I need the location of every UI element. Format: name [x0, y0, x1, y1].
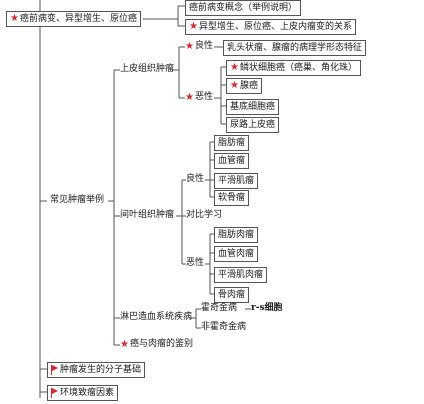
node-non-hodgkin-label: 非霍奇金病 [201, 322, 247, 332]
node-bcc: 基底细胞癌 [226, 99, 280, 115]
star-icon: ★ [230, 80, 239, 91]
node-non-hodgkin: 非霍奇金病 [201, 322, 246, 333]
node-bcc-label: 基底细胞癌 [230, 101, 276, 112]
node-lymphoma-label: 淋巴造血系统疾病 [120, 312, 193, 322]
node-molecular: 肿瘤发生的分子基础 [47, 362, 146, 378]
star-icon: ★ [230, 62, 239, 73]
node-precancer-label: 癌前病变、异型增生、原位癌 [19, 13, 137, 24]
node-leiomyoma-label: 平滑肌瘤 [218, 175, 255, 186]
star-icon: ★ [120, 338, 129, 350]
flag-icon [51, 388, 59, 398]
node-adenocarcinoma-label: 腺癌 [239, 80, 258, 91]
node-comparison: 对比学习 [186, 210, 222, 221]
flag-icon [51, 365, 59, 375]
node-epithelial-label: 上皮组织肿瘤 [120, 64, 175, 74]
node-precancer-relation-label: 异型增生、原位癌、上皮内瘤变的关系 [198, 21, 352, 32]
node-hodgkin-label: 霍奇金病 [201, 303, 238, 313]
star-icon: ★ [185, 40, 194, 52]
star-icon: ★ [189, 21, 198, 32]
node-urothelial-label: 尿路上皮癌 [230, 119, 276, 130]
node-epi-benign: ★ 良性 [185, 41, 213, 52]
node-epi-benign-label: 良性 [194, 41, 213, 51]
node-osteosarcoma: 骨肉瘤 [214, 287, 250, 303]
node-epi-malignant-label: 恶性 [194, 92, 213, 102]
node-root: 常见肿瘤举例 [50, 195, 104, 206]
star-icon: ★ [185, 91, 194, 103]
node-rs-cell: r-s细胞 [251, 303, 283, 314]
node-hodgkin: 霍奇金病 [201, 303, 237, 314]
node-chondroma-label: 软骨瘤 [218, 192, 246, 203]
node-molecular-label: 肿瘤发生的分子基础 [60, 364, 142, 375]
node-leiomyosarcoma: 平滑肌肉瘤 [214, 267, 268, 283]
node-rs-cell-label: r-s细胞 [251, 303, 283, 313]
node-angiosarcoma: 血管肉瘤 [214, 246, 259, 262]
node-precancer-concept: 癌前病变概念（举例说明） [185, 0, 302, 16]
node-mes-benign: 良性 [186, 174, 204, 185]
node-leiomyosarcoma-label: 平滑肌肉瘤 [218, 269, 264, 280]
node-mes-malignant: 恶性 [186, 258, 204, 269]
node-mes-benign-label: 良性 [186, 174, 205, 184]
node-adenocarcinoma: ★ 腺癌 [226, 78, 262, 94]
node-osteosarcoma-label: 骨肉瘤 [218, 289, 246, 300]
node-lipoma: 脂肪瘤 [214, 135, 250, 151]
node-epi-benign-desc-label: 乳头状瘤、腺瘤的病理学形态特征 [227, 42, 363, 53]
node-precancer-concept-label: 癌前病变概念（举例说明） [189, 2, 298, 13]
node-chondroma: 软骨瘤 [214, 190, 250, 206]
node-urothelial: 尿路上皮癌 [226, 117, 280, 133]
node-hemangioma-label: 血管瘤 [218, 155, 246, 166]
node-ca-vs-sarcoma: ★ 癌与肉瘤的鉴别 [120, 339, 193, 350]
node-ca-vs-sarcoma-label: 癌与肉瘤的鉴别 [129, 339, 193, 349]
node-leiomyoma: 平滑肌瘤 [214, 173, 259, 189]
node-lymphoma: 淋巴造血系统疾病 [120, 312, 192, 323]
node-precancer-relation: ★ 异型增生、原位癌、上皮内瘤变的关系 [185, 19, 356, 35]
node-environment-label: 环境致瘤因素 [60, 387, 115, 398]
star-icon: ★ [10, 13, 19, 24]
node-comparison-label: 对比学习 [186, 210, 223, 220]
node-root-label: 常见肿瘤举例 [50, 195, 105, 205]
node-environment: 环境致瘤因素 [47, 385, 119, 401]
node-scc: ★ 鳞状细胞癌（癌巢、角化珠） [226, 60, 361, 76]
node-lipoma-label: 脂肪瘤 [218, 137, 246, 148]
node-mesenchymal-label: 间叶组织肿瘤 [120, 210, 175, 220]
node-epi-malignant: ★ 恶性 [185, 92, 213, 103]
node-liposarcoma-label: 脂肪肉瘤 [218, 229, 255, 240]
node-scc-label: 鳞状细胞癌（癌巢、角化珠） [239, 62, 357, 73]
node-mesenchymal: 间叶组织肿瘤 [120, 210, 174, 221]
node-liposarcoma: 脂肪肉瘤 [214, 227, 259, 243]
node-hemangioma: 血管瘤 [214, 153, 250, 169]
node-precancer: ★ 癌前病变、异型增生、原位癌 [6, 11, 141, 27]
node-epithelial: 上皮组织肿瘤 [120, 64, 174, 75]
node-angiosarcoma-label: 血管肉瘤 [218, 248, 255, 259]
node-epi-benign-desc: 乳头状瘤、腺瘤的病理学形态特征 [223, 40, 367, 56]
node-mes-malignant-label: 恶性 [186, 258, 205, 268]
